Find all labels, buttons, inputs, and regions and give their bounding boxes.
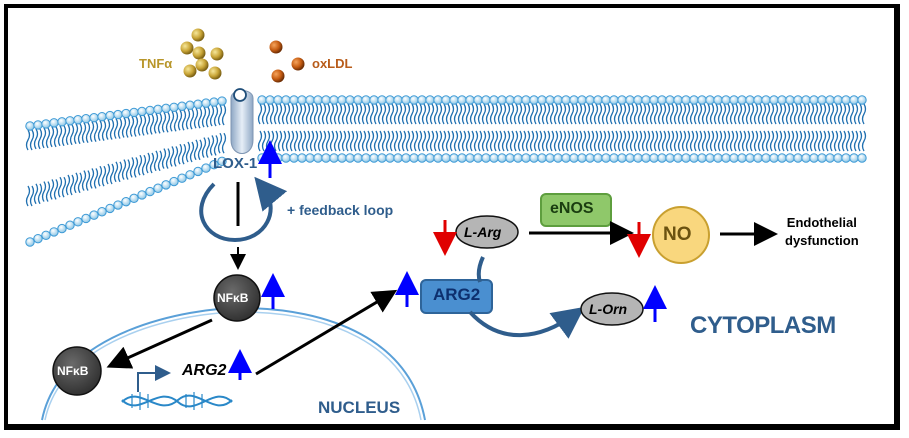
- gene-to-enzyme-arrow: [255, 289, 398, 376]
- l-orn-node: [580, 292, 644, 326]
- lox1-receptor: [230, 88, 254, 154]
- arg2-enzyme-box: [420, 279, 493, 314]
- enos-enzyme-box: [540, 193, 612, 227]
- nucleus-label: NUCLEUS: [318, 398, 401, 417]
- outcome-line1: Endothelial: [786, 215, 857, 230]
- no-node: [652, 206, 710, 264]
- nfkb-cytoplasm-label: NFκB: [217, 291, 249, 305]
- feedback-loop-arrow: [199, 176, 288, 243]
- nfkb-nucleus-label: NFκB: [57, 364, 89, 378]
- tnf-alpha-particles: [180, 28, 224, 80]
- diagram-frame: [4, 4, 900, 430]
- outcome-line2: dysfunction: [785, 233, 859, 248]
- tnf-alpha-label: TNFα: [139, 56, 173, 71]
- promoter-arrow: [137, 365, 171, 392]
- cytoplasm-label: CYTOPLASM: [690, 312, 836, 339]
- oxldl-particles: [269, 40, 305, 83]
- oxldl-label: oxLDL: [312, 56, 353, 71]
- arg2-reaction-curve: [468, 256, 575, 335]
- enos-label: eNOS: [550, 200, 594, 217]
- endothelial-dysfunction-label: Endothelial dysfunction: [785, 214, 859, 250]
- arg2-enzyme-label: ARG2: [433, 285, 481, 304]
- arg2-gene-label: ARG2: [182, 362, 227, 379]
- lox1-label: LOX-1: [213, 155, 258, 172]
- l-arg-label: L-Arg: [464, 224, 502, 240]
- no-label: NO: [663, 224, 692, 245]
- nfkb-cytoplasm-node: [213, 274, 261, 322]
- nfkb-translocation-arrow: [106, 318, 213, 369]
- dna-helix: [121, 392, 233, 410]
- feedback-loop-label: + feedback loop: [287, 202, 394, 218]
- l-orn-label: L-Orn: [589, 301, 628, 317]
- nfkb-nucleus-node: [52, 346, 102, 396]
